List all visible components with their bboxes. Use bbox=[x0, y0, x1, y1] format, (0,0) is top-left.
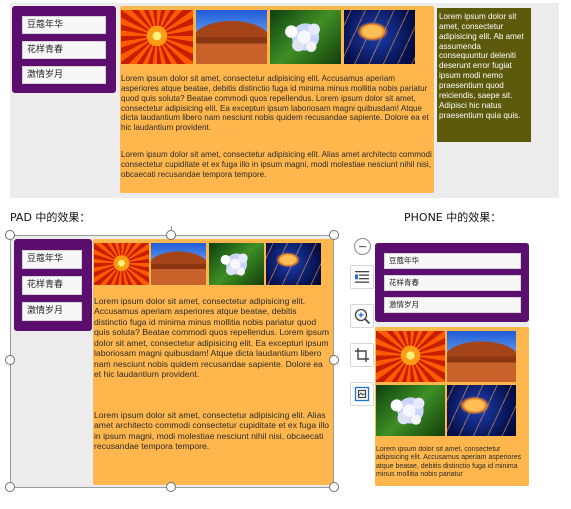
layout-button[interactable] bbox=[350, 265, 374, 289]
pad-nav: 豆蔻年华 花样青春 激情岁月 bbox=[14, 239, 92, 331]
phone-nav: 豆蔻年华 花样青春 激情岁月 bbox=[375, 243, 529, 322]
resize-handle[interactable] bbox=[166, 230, 176, 240]
nav-item[interactable]: 豆蔻年华 bbox=[384, 253, 521, 269]
desktop-sidebar: Lorem ipsum dolor sit amet, consectetur … bbox=[437, 8, 531, 142]
flower-photo bbox=[94, 243, 149, 285]
jellyfish-photo bbox=[344, 10, 415, 64]
nav-item[interactable]: 花样青春 bbox=[384, 275, 521, 291]
pad-content: Lorem ipsum dolor sit amet, consectetur … bbox=[93, 239, 333, 485]
zoom-out-button[interactable] bbox=[354, 238, 371, 255]
sidebar-text: Lorem ipsum dolor sit amet, consectetur … bbox=[439, 12, 524, 120]
resize-handle[interactable] bbox=[5, 482, 15, 492]
paragraph: Lorem ipsum dolor sit amet, consectetur … bbox=[121, 74, 429, 133]
resize-handle[interactable] bbox=[329, 355, 339, 365]
resize-handle[interactable] bbox=[329, 230, 339, 240]
pad-caption: PAD 中的效果： bbox=[10, 211, 91, 224]
lines-icon bbox=[355, 271, 369, 283]
hydrangea-photo bbox=[270, 10, 341, 64]
zoom-icon bbox=[354, 308, 370, 324]
resize-handle[interactable] bbox=[5, 355, 15, 365]
selection-frame bbox=[10, 235, 334, 488]
jellyfish-photo bbox=[447, 385, 516, 436]
crop-button[interactable] bbox=[350, 343, 374, 367]
desktop-nav: 豆蔻年华 花样青春 激情岁月 bbox=[12, 6, 116, 93]
fit-button[interactable] bbox=[350, 382, 374, 406]
resize-handle[interactable] bbox=[5, 230, 15, 240]
crop-icon bbox=[355, 348, 369, 362]
nav-item[interactable]: 激情岁月 bbox=[22, 302, 82, 321]
nav-item[interactable]: 花样青春 bbox=[22, 276, 82, 295]
resize-handle[interactable] bbox=[329, 482, 339, 492]
paragraph: Lorem ipsum dolor sit amet, consectetur … bbox=[121, 150, 432, 179]
nav-item[interactable]: 激情岁月 bbox=[384, 297, 521, 313]
desert-photo bbox=[447, 331, 516, 382]
nav-item[interactable]: 豆蔻年华 bbox=[22, 250, 82, 269]
hydrangea-photo bbox=[376, 385, 445, 436]
jellyfish-photo bbox=[266, 243, 321, 285]
desktop-content: Lorem ipsum dolor sit amet, consectetur … bbox=[120, 6, 434, 193]
nav-item[interactable]: 激情岁月 bbox=[22, 66, 106, 84]
nav-item[interactable]: 豆蔻年华 bbox=[22, 16, 106, 34]
flower-photo bbox=[121, 10, 193, 64]
phone-preview: 豆蔻年华 花样青春 激情岁月 Lorem ipsum dolor sit ame… bbox=[375, 243, 529, 486]
fit-icon bbox=[354, 386, 370, 402]
zoom-in-button[interactable] bbox=[350, 304, 374, 328]
desert-photo bbox=[196, 10, 267, 64]
resize-handle[interactable] bbox=[166, 482, 176, 492]
paragraph: Lorem ipsum dolor sit amet, consectetur … bbox=[376, 446, 522, 479]
paragraph: Lorem ipsum dolor sit amet, consectetur … bbox=[94, 296, 330, 380]
phone-caption: PHONE 中的效果： bbox=[404, 211, 502, 224]
desert-photo bbox=[151, 243, 206, 285]
phone-content: Lorem ipsum dolor sit amet, consectetur … bbox=[375, 327, 529, 486]
nav-item[interactable]: 花样青春 bbox=[22, 41, 106, 59]
minus-icon bbox=[359, 246, 366, 248]
paragraph: Lorem ipsum dolor sit amet, consectetur … bbox=[94, 410, 330, 452]
flower-photo bbox=[376, 331, 445, 382]
hydrangea-photo bbox=[209, 243, 264, 285]
